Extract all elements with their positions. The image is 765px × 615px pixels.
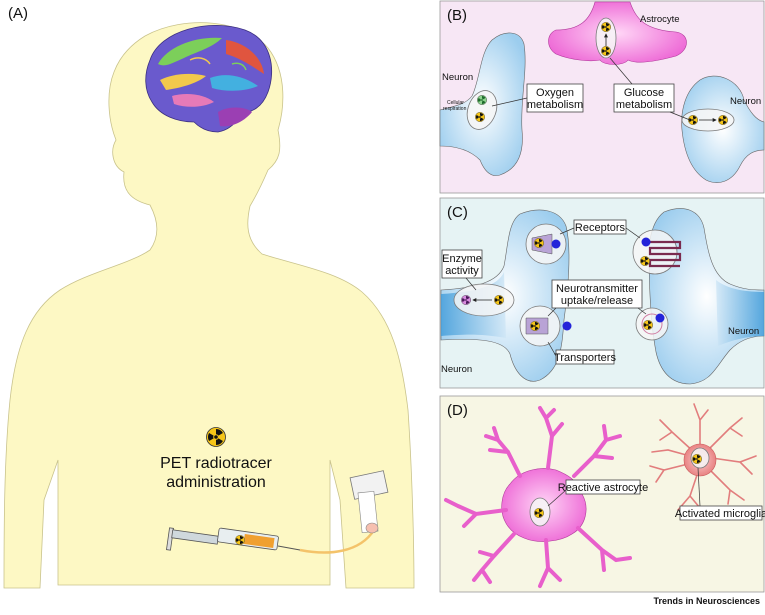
reactive-astrocyte-box bbox=[565, 479, 641, 495]
panel-c: (C) Neuron Neuron Enzyme activity Recept… bbox=[439, 197, 765, 389]
neuron-left-label: Neuron bbox=[442, 72, 473, 83]
panel-a: (A) PET radiotracer administration bbox=[3, 5, 415, 589]
activated-microglia-box bbox=[679, 505, 763, 521]
tracer-label-line1: PET radiotracer bbox=[160, 455, 272, 472]
oxygen-metabolism-box bbox=[526, 83, 584, 113]
iv-bag-icon bbox=[349, 470, 389, 534]
oxygen-line2: metabolism bbox=[527, 99, 583, 111]
transporters-box bbox=[555, 349, 615, 365]
receptors-box bbox=[573, 219, 627, 235]
panel-b: (B) Neuron Astrocyte Neuron Cellular res… bbox=[439, 0, 765, 194]
human-body-silhouette bbox=[3, 22, 415, 589]
transporters-label: Transporters bbox=[554, 352, 616, 364]
brain-icon bbox=[145, 25, 273, 133]
ligand-dot bbox=[562, 321, 572, 331]
receptors-label: Receptors bbox=[575, 222, 626, 234]
neuron-left-label: Neuron bbox=[441, 364, 472, 375]
astrocyte bbox=[548, 1, 687, 65]
receptor-circle-right bbox=[632, 229, 678, 275]
panel-d-label: (D) bbox=[447, 402, 468, 419]
reactive-astrocyte-label: Reactive astrocyte bbox=[558, 482, 648, 494]
panel-a-label: (A) bbox=[8, 5, 28, 22]
reactive-astrocyte bbox=[444, 406, 632, 588]
panel-b-label: (B) bbox=[447, 7, 467, 24]
astrocyte-label: Astrocyte bbox=[640, 14, 680, 25]
neuron-right-label: Neuron bbox=[728, 326, 759, 337]
panel-d: (D) Reactive astrocyte bbox=[439, 395, 765, 593]
tracer-label-line2: administration bbox=[166, 474, 266, 491]
enzyme-line2: activity bbox=[445, 265, 479, 277]
cellular-respiration-line1: Cellular bbox=[447, 100, 464, 106]
mitochondrion-left bbox=[466, 90, 498, 130]
nt-line1: Neurotransmitter bbox=[556, 283, 638, 295]
ligand-dot bbox=[655, 313, 665, 323]
neuron-right-label: Neuron bbox=[730, 96, 761, 107]
glucose-line1: Glucose bbox=[624, 87, 664, 99]
syringe-icon bbox=[166, 527, 376, 554]
neurotransmitter-box bbox=[551, 279, 643, 309]
ligand-dot bbox=[641, 237, 651, 247]
glucose-line2: metabolism bbox=[616, 99, 672, 111]
ligand-dot bbox=[551, 239, 561, 249]
nt-line2: uptake/release bbox=[561, 295, 633, 307]
enzyme-activity-box bbox=[441, 249, 483, 279]
glucose-metabolism-box bbox=[613, 83, 675, 113]
panel-c-label: (C) bbox=[447, 204, 468, 221]
oxygen-line1: Oxygen bbox=[536, 87, 574, 99]
activated-microglia bbox=[649, 403, 757, 511]
activated-microglia-label: Activated microglia bbox=[675, 508, 765, 520]
enzyme-line1: Enzyme bbox=[442, 253, 482, 265]
cellular-respiration-line2: respiration bbox=[443, 106, 467, 112]
journal-footer: Trends in Neurosciences bbox=[653, 596, 760, 606]
